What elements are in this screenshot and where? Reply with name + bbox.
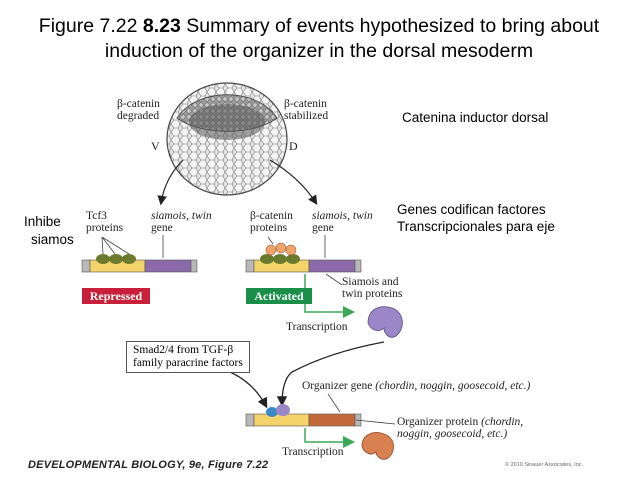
- label-catenin-proteins-1: β-catenin: [250, 210, 293, 222]
- arrow-smad-to-organizer: [224, 369, 268, 409]
- slide-title: Figure 7.22 8.23 Summary of events hypot…: [38, 15, 600, 62]
- organizer-gene-bar: [245, 413, 362, 427]
- note-siamos: siamos: [31, 232, 74, 247]
- tcf3-proteins: [96, 254, 136, 264]
- note-catenina: Catenina inductor dorsal: [402, 110, 549, 125]
- arrow-dorsal: [269, 159, 318, 206]
- label-organizer-gene: Organizer gene (chordin, noggin, gooseco…: [302, 380, 531, 392]
- label-catenin-stabilized-2: stabilized: [284, 110, 329, 122]
- label-catenin-proteins-2: proteins: [250, 222, 288, 234]
- organizer-protein-shape: [361, 432, 394, 460]
- left-gene-bar: [81, 259, 198, 273]
- label-transcription-1: Transcription: [286, 321, 348, 333]
- label-catenin-stabilized-1: β-catenin: [284, 98, 327, 110]
- status-badge-repressed: Repressed: [82, 288, 150, 304]
- figure-credit: DEVELOPMENTAL BIOLOGY, 9e, Figure 7.22: [28, 459, 269, 471]
- label-left-gene-2: gene: [151, 222, 173, 234]
- label-ventral: V: [151, 139, 160, 153]
- note-inhibe: Inhibe: [24, 214, 61, 229]
- label-tcf3-2: proteins: [86, 222, 124, 234]
- label-catenin-degraded-2: degraded: [117, 110, 160, 122]
- label-siamois-proteins-1: Siamois and: [342, 276, 399, 288]
- label-right-gene-2: gene: [312, 222, 334, 234]
- label-right-gene-1: siamois, twin: [312, 210, 373, 222]
- transcription-arrow-organizer: [304, 428, 355, 448]
- status-badge-activated: Activated: [246, 288, 312, 304]
- embryo-blastula: [166, 82, 288, 196]
- note-genes-line1: Genes codifican factores: [397, 202, 546, 217]
- smad-siamois-complex: [266, 404, 290, 417]
- label-dorsal: D: [289, 139, 298, 153]
- label-siamois-proteins-2: twin proteins: [342, 288, 403, 300]
- label-tcf3-1: Tcf3: [86, 210, 107, 222]
- label-organizer-protein-2: noggin, goosecoid, etc.): [397, 428, 508, 440]
- transcription-arrow-siamois: [304, 274, 355, 318]
- label-transcription-2: Transcription: [282, 446, 344, 458]
- siamois-protein-shape: [367, 306, 403, 338]
- arrow-siamois-to-organizer: [276, 341, 385, 407]
- label-left-gene-1: siamois, twin: [151, 210, 212, 222]
- arrow-ventral: [157, 159, 184, 206]
- note-genes-line2: Transcripcionales para eje: [397, 219, 555, 234]
- copyright: © 2010 Sinauer Associates, Inc.: [505, 462, 584, 468]
- label-organizer-protein-1: Organizer protein (chordin,: [397, 416, 524, 428]
- beta-catenin-tcf3-complex: [260, 242, 300, 264]
- smad-factor-box: Smad2/4 from TGF-β family paracrine fact…: [126, 341, 250, 373]
- label-catenin-degraded-1: β-catenin: [117, 98, 160, 110]
